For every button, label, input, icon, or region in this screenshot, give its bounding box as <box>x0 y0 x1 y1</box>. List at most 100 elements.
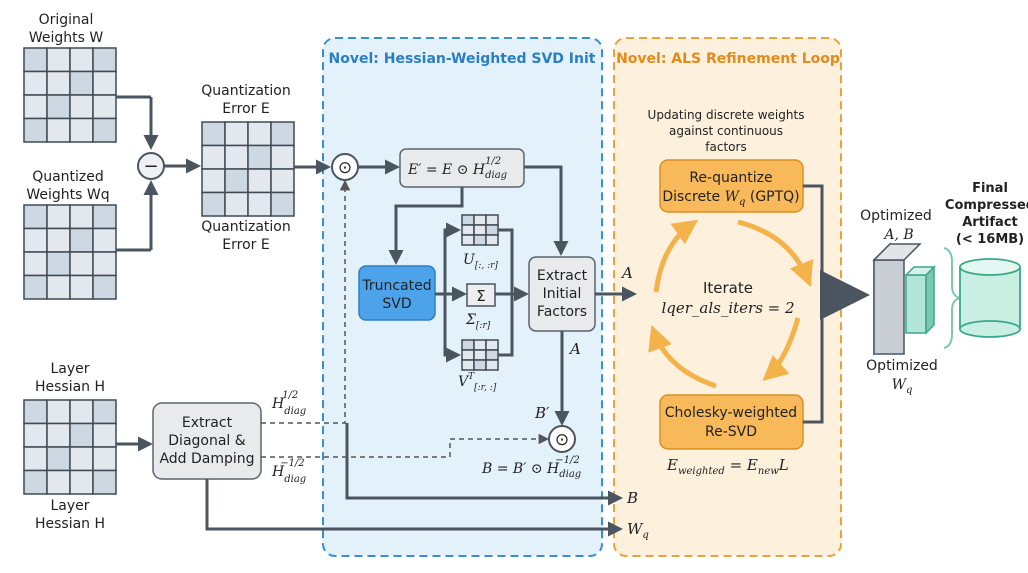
original-weights-grid <box>23 47 117 143</box>
grid-cell <box>270 168 295 194</box>
grid-cell <box>473 349 487 361</box>
extract-diag-label-1: Extract <box>182 415 233 431</box>
optimized-wq-label-1: Optimized <box>866 358 938 374</box>
grid-cell <box>270 144 295 170</box>
grid-cell <box>473 224 487 236</box>
grid-cell <box>201 191 226 217</box>
final-label-4: (< 16MB) <box>956 232 1024 247</box>
grid-cell <box>201 121 226 147</box>
grid-cell <box>69 399 94 425</box>
extract-diag-label-2: Diagonal & <box>168 433 245 449</box>
cholesky-label-2: Re-SVD <box>705 424 757 440</box>
grid-cell <box>270 121 295 147</box>
grid-cell <box>485 224 499 236</box>
grid-cell <box>270 191 295 217</box>
v-label: VT[:r, :] <box>458 372 497 393</box>
grid-cell <box>247 191 272 217</box>
grid-cell <box>92 422 117 448</box>
grid-cell <box>92 251 117 277</box>
b-bottom-label: B <box>626 489 638 507</box>
b-formula: B = B′ ⊙ Hdiag−1/2 <box>481 455 581 480</box>
grid-cell <box>247 121 272 147</box>
grid-cell <box>92 274 117 300</box>
als-note-1: Updating discrete weights <box>648 108 805 122</box>
grid-cell <box>23 70 48 96</box>
grid-cell <box>23 274 48 300</box>
final-artifact-cylinder-icon <box>959 258 1021 338</box>
grid-cell <box>485 234 499 246</box>
sigma-symbol: Σ <box>476 287 485 305</box>
iter-param-label: lqer_als_iters = 2 <box>661 299 794 317</box>
layer-hessian-bottom-1: Layer <box>50 498 89 514</box>
grid-cell <box>46 204 71 230</box>
grid-cell <box>92 227 117 253</box>
grid-cell <box>224 168 249 194</box>
grid-cell <box>92 469 117 495</box>
grid-cell <box>46 70 71 96</box>
loop-arrow-bottom <box>648 324 717 389</box>
b-prime-label: B′ <box>534 404 550 422</box>
grid-cell <box>201 168 226 194</box>
als-region-title: Novel: ALS Refinement Loop <box>616 51 840 67</box>
quant-error-bottom-1: Quantization <box>201 219 290 235</box>
grid-cell <box>46 446 71 472</box>
grid-cell <box>473 339 487 351</box>
h-neg-half-label: Hdiag−1/2 <box>271 458 306 485</box>
grid-cell <box>23 204 48 230</box>
grid-cell <box>23 422 48 448</box>
grid-cell <box>224 121 249 147</box>
cholesky-box <box>659 394 804 450</box>
grid-cell <box>46 94 71 120</box>
h-half-label: Hdiag1/2 <box>271 390 306 417</box>
grid-cell <box>23 227 48 253</box>
grid-cell <box>23 47 48 73</box>
grid-cell <box>69 47 94 73</box>
u-matrix-grid <box>461 214 499 246</box>
grid-cell <box>92 117 117 143</box>
loop-arrow-left <box>653 219 699 293</box>
quant-error-top-2: Error E <box>222 101 269 117</box>
grid-cell <box>23 399 48 425</box>
quantized-weights-grid <box>23 204 117 300</box>
original-weights-label-2: Weights W <box>29 30 104 46</box>
extract-initial-label-2: Initial <box>543 286 582 302</box>
grid-cell <box>92 47 117 73</box>
truncated-svd-label-1: Truncated <box>361 278 431 294</box>
layer-hessian-top-2: Hessian H <box>35 379 105 395</box>
grid-cell <box>69 117 94 143</box>
grid-cell <box>69 70 94 96</box>
grid-cell <box>46 227 71 253</box>
grid-cell <box>92 70 117 96</box>
grid-cell <box>485 349 499 361</box>
grid-cell <box>23 469 48 495</box>
grid-cell <box>46 422 71 448</box>
grid-cell <box>485 359 499 371</box>
grid-cell <box>473 214 487 226</box>
als-note-2: against continuous <box>669 124 783 138</box>
optimized-wq-label-2: Wq <box>892 377 913 396</box>
grid-cell <box>69 446 94 472</box>
a-down-label: A <box>568 340 581 358</box>
grid-cell <box>247 144 272 170</box>
grid-cell <box>23 251 48 277</box>
requantize-label-1: Re-quantize <box>689 170 772 186</box>
grid-cell <box>92 446 117 472</box>
grid-cell <box>92 399 117 425</box>
e-weighted-formula: Eweighted = EnewL <box>666 456 789 477</box>
quant-error-bottom-2: Error E <box>222 237 269 253</box>
quant-error-grid <box>201 121 295 217</box>
grid-cell <box>69 94 94 120</box>
quantized-weights-label-2: Weights Wq <box>26 187 109 203</box>
grid-cell <box>46 469 71 495</box>
optimized-ab-label-2: A, B <box>882 227 913 243</box>
grid-cell <box>46 274 71 300</box>
weighted-error-formula: E′ = E ⊙ Hdiag1/2 <box>407 156 507 181</box>
grid-cell <box>461 224 475 236</box>
grid-cell <box>69 227 94 253</box>
iterate-label: Iterate <box>703 279 753 297</box>
final-label-2: Compressed <box>945 198 1028 213</box>
grid-cell <box>69 251 94 277</box>
a-right-label: A <box>620 264 633 282</box>
grid-cell <box>69 422 94 448</box>
grid-cell <box>461 214 475 226</box>
